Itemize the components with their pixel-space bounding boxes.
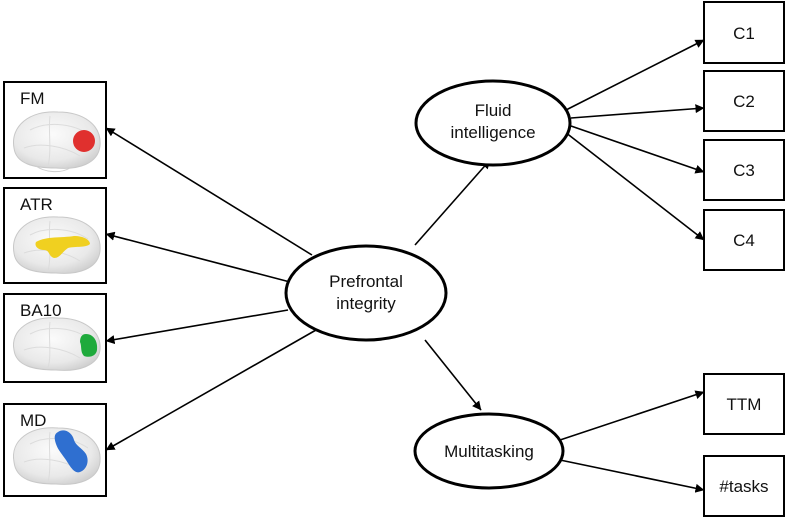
indicator-label-c4: C4 <box>733 231 755 250</box>
prefrontal-label-line1: Prefrontal <box>329 272 403 291</box>
arrow-fluid-to-c3 <box>570 125 705 174</box>
arrow-fluid-to-c1 <box>565 39 705 111</box>
node-multitasking: Multitasking <box>413 412 565 490</box>
fm-highlight <box>73 130 95 152</box>
arrow-prefrontal-to-fm <box>105 127 313 256</box>
ba10-highlight <box>80 334 98 357</box>
indicator-box-c2: C2 <box>703 70 785 132</box>
indicator-box-c1: C1 <box>703 1 785 64</box>
indicator-box-c4: C4 <box>703 209 785 271</box>
region-box-atr: ATR <box>3 187 107 284</box>
arrow-prefrontal-to-fluid <box>414 159 491 246</box>
region-label-fm: FM <box>20 89 45 108</box>
indicator-box-ttm: TTM <box>703 373 785 435</box>
arrow-prefrontal-to-atr <box>105 231 291 283</box>
fluid-label-line2: intelligence <box>450 123 535 142</box>
region-label-md: MD <box>20 411 46 430</box>
indicator-label-c2: C2 <box>733 92 755 111</box>
indicator-box-c3: C3 <box>703 139 785 201</box>
brain-icon <box>13 317 101 371</box>
indicator-box-tasks: #tasks <box>703 455 785 517</box>
region-label-atr: ATR <box>20 195 53 214</box>
prefrontal-label-line2: integrity <box>336 294 396 313</box>
multitasking-label: Multitasking <box>444 442 534 461</box>
brain-region-boxes: FM ATR BA10 <box>3 81 107 497</box>
indicator-label-tasks: #tasks <box>719 477 768 496</box>
region-label-ba10: BA10 <box>20 301 62 320</box>
arrow-prefrontal-to-ba10 <box>105 309 289 345</box>
region-box-fm: FM <box>3 81 107 179</box>
arrow-multitasking-to-tasks <box>559 459 705 493</box>
node-prefrontal-integrity: Prefrontal integrity <box>284 244 448 342</box>
indicator-label-ttm: TTM <box>727 395 762 414</box>
arrow-multitasking-to-ttm <box>559 390 705 441</box>
fluid-indicator-boxes: C1 C2 C3 C4 <box>703 1 785 271</box>
arrow-fluid-to-c2 <box>570 104 705 119</box>
md-highlight <box>54 430 88 473</box>
arrow-fluid-to-c4 <box>564 131 705 241</box>
multitasking-indicator-boxes: TTM #tasks <box>703 373 785 517</box>
region-box-md: MD <box>3 403 107 497</box>
arrow-prefrontal-to-multitasking <box>424 339 482 411</box>
fluid-label-line1: Fluid <box>475 101 512 120</box>
node-fluid-intelligence: Fluid intelligence <box>414 79 572 167</box>
path-arrows <box>105 39 705 493</box>
indicator-label-c1: C1 <box>733 24 755 43</box>
region-box-ba10: BA10 <box>3 293 107 383</box>
brain-icon <box>13 111 101 173</box>
arrow-prefrontal-to-md <box>105 329 317 451</box>
indicator-label-c3: C3 <box>733 161 755 180</box>
atr-highlight <box>35 236 90 258</box>
